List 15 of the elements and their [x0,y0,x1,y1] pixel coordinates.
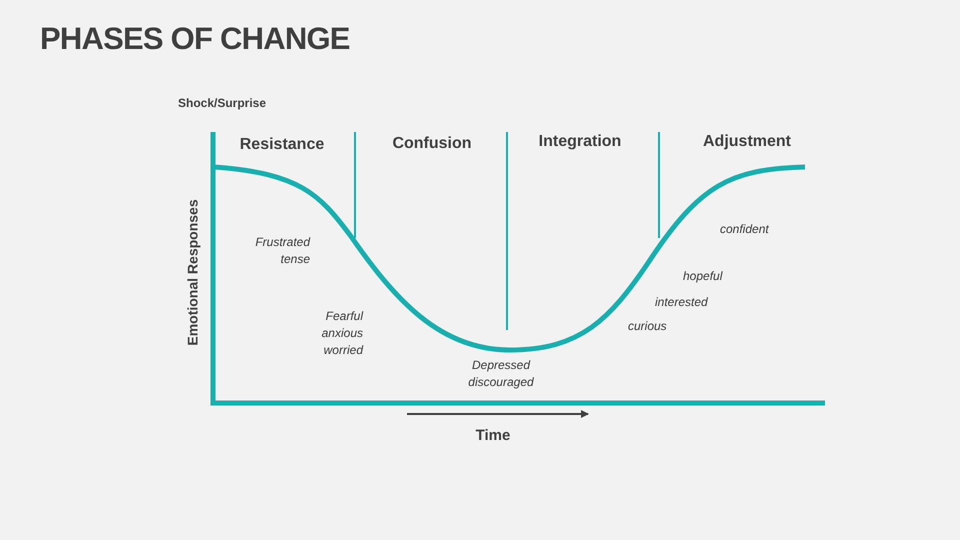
axis-label: Emotional Responses [184,198,202,348]
emotion-label: Depressed discouraged [467,357,535,391]
emotion-label: Frustrated tense [254,234,310,268]
phase-label: Adjustment [702,132,792,152]
emotion-label: confident [720,221,769,238]
phase-label: Resistance [238,135,326,155]
emotion-label: interested [655,294,708,311]
title: PHASES OF CHANGE [40,20,350,58]
emotion-label: hopeful [683,268,722,285]
axis-label: Time [474,426,512,446]
phase-label: Confusion [391,134,473,154]
emotion-label: curious [628,318,667,335]
emotion-label: Fearful anxious worried [320,308,363,359]
shock-label: Shock/Surprise [178,95,266,112]
phase-label: Integration [538,132,622,152]
